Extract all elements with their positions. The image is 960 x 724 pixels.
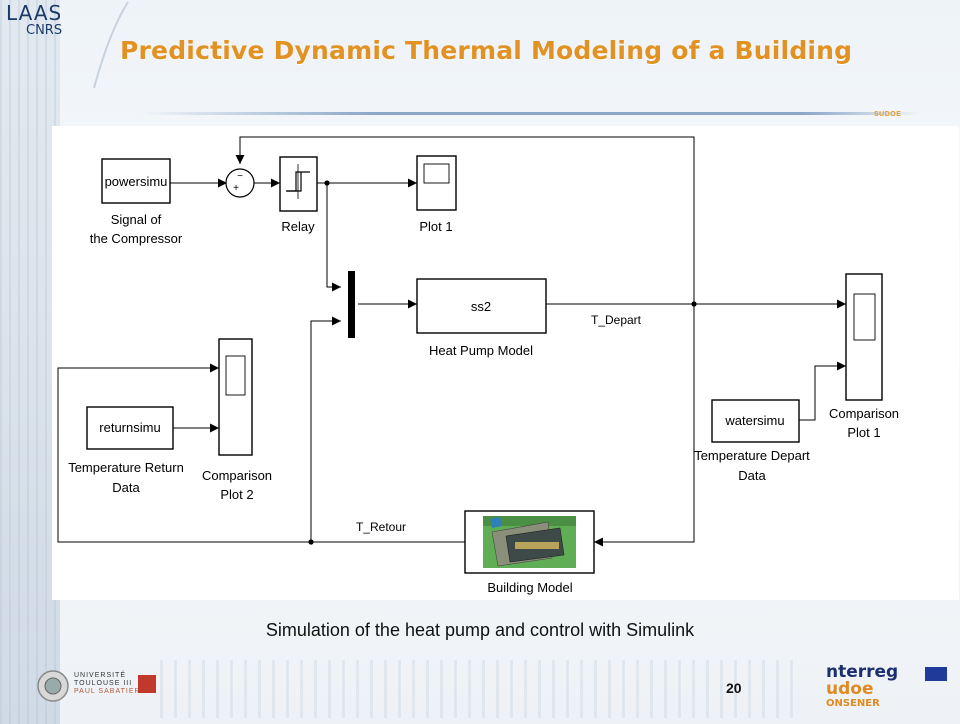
wire-tretour-mux (310, 316, 341, 542)
comparison-plot1-scope[interactable] (845, 273, 883, 401)
building-model-label: Building Model (487, 580, 572, 595)
junction-dot (691, 301, 697, 307)
powersimu-block[interactable]: powersimu (101, 158, 171, 204)
plot1-label: Plot 1 (419, 219, 452, 234)
returnsimu-label: returnsimu (99, 420, 160, 435)
simulink-diagram-panel: powersimu Signal of the Compressor + − R… (52, 126, 959, 600)
junction-dot (308, 539, 314, 545)
sudoe-tag: SUDOE (874, 111, 902, 118)
logo-line-1: LAAS (6, 1, 63, 25)
comparison-plot1-line2: Plot 1 (847, 425, 880, 440)
title-underline (140, 112, 920, 115)
university-line1: UNIVERSITÉ (74, 672, 127, 679)
wire-watersimu-plot1 (799, 361, 846, 421)
sum-block[interactable]: + − (225, 168, 255, 198)
wire-tretour-plot2 (57, 363, 465, 543)
sudoe-text: udoe (826, 679, 874, 699)
wire-relay-mux (326, 183, 341, 292)
sum-minus-sign: − (237, 171, 243, 182)
temp-return-line2: Data (112, 480, 140, 495)
decorative-circuit-strip (0, 0, 60, 724)
mux-block[interactable] (348, 271, 355, 338)
logo-line-2: CNRS (26, 23, 63, 38)
laas-cnrs-logo: LAAS CNRS (6, 2, 62, 38)
comparison-plot2-line2: Plot 2 (220, 487, 253, 502)
logo-swoosh (93, 1, 129, 89)
comparison-plot1-line1: Comparison (829, 406, 899, 421)
gonsener-text: ONSENER (826, 698, 880, 709)
signal-label-line2: the Compressor (90, 231, 183, 246)
simulink-diagram: powersimu Signal of the Compressor + − R… (57, 136, 899, 595)
page-number: 20 (726, 680, 742, 696)
t-retour-label: T_Retour (356, 520, 406, 534)
comparison-plot2-scope[interactable] (218, 338, 253, 456)
temp-return-line1: Temperature Return (68, 460, 184, 475)
building-model-block[interactable] (464, 510, 595, 574)
slide-title: Predictive Dynamic Thermal Modeling of a… (120, 36, 853, 65)
signal-label-line1: Signal of (111, 212, 162, 227)
university-red-mark (138, 675, 156, 693)
heat-pump-label: Heat Pump Model (429, 343, 533, 358)
university-seal-logo (37, 670, 69, 702)
wire-tdepart-building (594, 304, 695, 547)
slide-caption: Simulation of the heat pump and control … (265, 620, 695, 640)
ss2-label: ss2 (471, 299, 491, 314)
interreg-sudoe-logo: nterreg udoe ONSENER (826, 664, 898, 710)
comparison-plot2-line1: Comparison (202, 468, 272, 483)
temp-depart-line1: Temperature Depart (694, 448, 810, 463)
footer-decoration (160, 660, 800, 718)
university-name: UNIVERSITÉ TOULOUSE III PAUL SABATIER (74, 672, 141, 696)
returnsimu-block[interactable]: returnsimu (86, 406, 174, 450)
university-line3: PAUL SABATIER (74, 688, 141, 695)
ss2-block[interactable]: ss2 (416, 278, 547, 334)
relay-block[interactable] (279, 156, 318, 212)
powersimu-label: powersimu (105, 174, 168, 189)
university-line2: TOULOUSE III (74, 680, 133, 687)
eu-flag-icon (925, 667, 947, 681)
watersimu-label: watersimu (724, 413, 784, 428)
plot1-scope[interactable] (416, 155, 457, 211)
temp-depart-line2: Data (738, 468, 766, 483)
watersimu-block[interactable]: watersimu (711, 399, 800, 443)
sum-plus-sign: + (233, 183, 239, 194)
junction-dot (324, 180, 330, 186)
relay-label: Relay (281, 219, 315, 234)
t-depart-label: T_Depart (591, 313, 642, 327)
interreg-text: nterreg (826, 662, 899, 682)
wire-feedback-top (235, 136, 695, 303)
